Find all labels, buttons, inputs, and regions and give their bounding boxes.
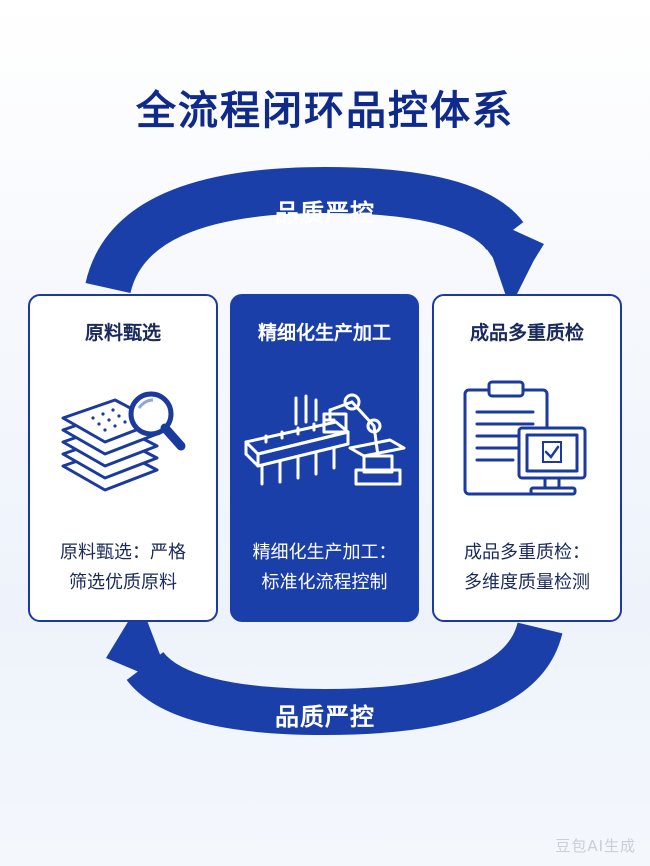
card-production: 精细化生产加工: [230, 294, 419, 622]
top-cycle-arrow: [85, 166, 524, 295]
card-description-line2: 标准化流程控制: [261, 572, 388, 593]
card-quality-inspection: 成品多重质检 成品多重质检： 多维度: [432, 294, 622, 622]
robot-arm-production-line-icon: [232, 378, 417, 508]
bottom-arrow-head: [106, 602, 172, 686]
card-description-line1: 精细化生产加工：: [252, 542, 397, 563]
card-description-line1: 成品多重质检：: [464, 542, 590, 563]
documents-magnifier-icon: [30, 378, 216, 508]
card-raw-material: 原料甄选 原料甄选：严格 筛选优质原料: [28, 294, 218, 622]
top-arrow-label: 品质严控: [275, 199, 375, 227]
card-description: 成品多重质检： 多维度质量检测: [444, 538, 610, 598]
card-title: 成品多重质检: [469, 322, 584, 344]
card-title: 精细化生产加工: [257, 322, 391, 344]
card-description-line1: 原料甄选：严格: [60, 542, 186, 563]
bottom-cycle-arrow: [126, 621, 563, 736]
card-description-line2: 筛选优质原料: [69, 572, 177, 593]
clipboard-monitor-icon: [434, 378, 620, 508]
card-description: 原料甄选：严格 筛选优质原料: [40, 538, 206, 598]
page-title: 全流程闭环品控体系: [136, 88, 514, 134]
bottom-arrow-label: 品质严控: [275, 703, 375, 731]
card-title: 原料甄选: [84, 322, 161, 344]
card-description-line2: 多维度质量检测: [464, 572, 590, 593]
watermark: 豆包AI生成: [555, 837, 636, 855]
card-description: 精细化生产加工： 标准化流程控制: [242, 538, 407, 598]
